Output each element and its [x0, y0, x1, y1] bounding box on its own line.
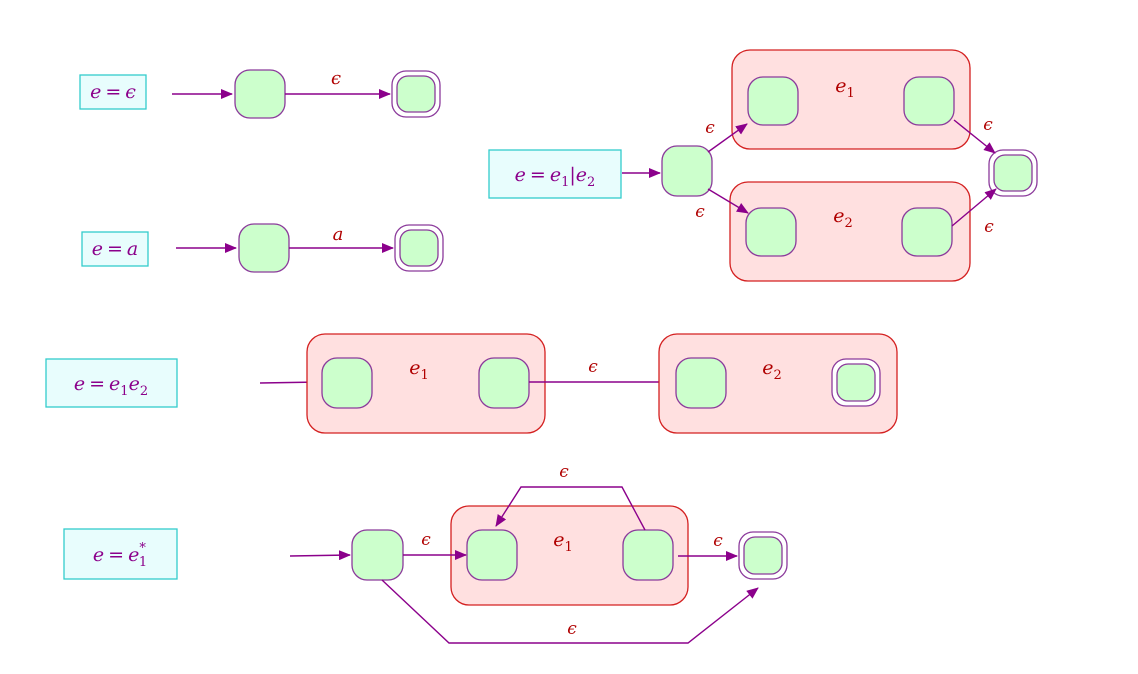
equation-text: e=e1|e2 [515, 164, 596, 190]
equation-text: e=a [92, 238, 139, 260]
equation-box [45, 358, 178, 408]
accept-state-inner [743, 536, 783, 575]
e1-label: e1 [409, 357, 429, 383]
equation-box [79, 74, 147, 110]
start-state [234, 69, 286, 119]
e2-label: e2 [762, 357, 782, 383]
rule-epsilon: e=ϵ ϵ [79, 68, 441, 119]
e1-label: e1 [553, 529, 573, 555]
edge-label-epsilon: ϵ [705, 118, 715, 138]
accept-state-inner [399, 229, 439, 267]
edge-label-epsilon: ϵ [984, 217, 994, 237]
e2-final-state [901, 207, 953, 257]
start-state [238, 223, 290, 273]
subexpression-box-e1 [731, 49, 971, 150]
e1-final-state [903, 76, 955, 126]
equation-text: e=e*1 [93, 541, 147, 570]
e2-start-state [675, 357, 727, 409]
accept-state-inner [993, 154, 1033, 192]
equation-box [488, 149, 622, 199]
rule-concat: e=e1e2 e1 ϵ e2 [45, 333, 898, 434]
e1-start-state [747, 76, 799, 126]
start-state [351, 529, 404, 581]
e1-start-state [321, 357, 373, 409]
edge-start-to-e1 [707, 123, 748, 153]
edge-e2-to-accept [951, 188, 997, 227]
subexpression-box-e2 [729, 181, 971, 282]
edge-label-epsilon: ϵ [588, 357, 598, 377]
e1-start-state [466, 529, 518, 581]
equation-text: e=e1e2 [74, 373, 148, 399]
subexpression-box-e2 [658, 333, 898, 434]
accept-state-inner [396, 75, 436, 113]
edge-label-epsilon: ϵ [713, 531, 723, 551]
e2-label: e2 [833, 205, 853, 231]
rule-star: e=e*1 e1 ϵ ϵ ϵ ϵ [63, 462, 788, 644]
edge-start-to-e2 [707, 188, 749, 214]
edge-label-epsilon: ϵ [559, 462, 569, 482]
equation-text: e=ϵ [90, 81, 136, 103]
edge-label-epsilon: ϵ [331, 68, 341, 89]
edge-label-a: a [333, 224, 344, 245]
e1-final-state [622, 529, 674, 581]
e1-label: e1 [835, 75, 855, 101]
accept-state-inner [836, 363, 876, 402]
subexpression-box-e1 [306, 333, 546, 434]
edge-label-epsilon: ϵ [421, 530, 431, 550]
start-arrow [289, 550, 351, 561]
edge-loop-back [495, 486, 646, 531]
e2-start-state [745, 207, 797, 257]
edge-label-epsilon: ϵ [983, 115, 993, 135]
rule-union: e=e1|e2 e1 e2 ϵ ϵ ϵ ϵ [488, 49, 1038, 282]
rule-symbol: e=a a [81, 223, 444, 273]
edge-e1-to-accept [953, 119, 996, 154]
edge-skip [381, 579, 759, 644]
edge-label-epsilon: ϵ [567, 619, 577, 639]
equation-box [81, 231, 149, 267]
equation-box [63, 528, 178, 580]
edge-label-epsilon: ϵ [695, 202, 705, 222]
start-state [661, 145, 713, 197]
e1-final-state [478, 357, 530, 409]
